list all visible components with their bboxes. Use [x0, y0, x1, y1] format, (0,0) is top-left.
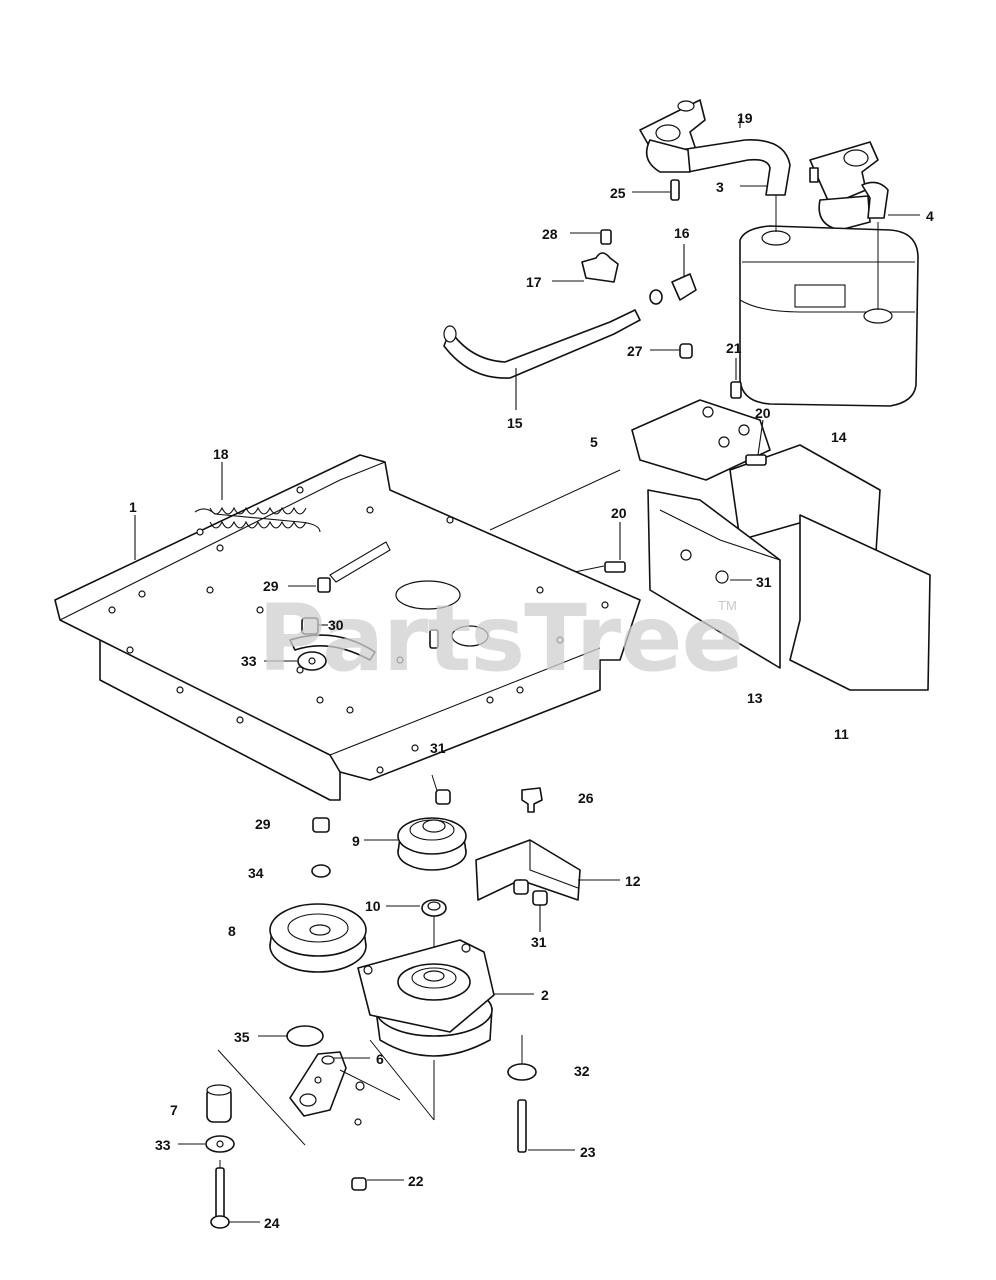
callout-29-upper: 29 — [263, 578, 279, 594]
callout-6: 6 — [376, 1051, 384, 1067]
nut-31-lower — [513, 879, 548, 932]
nut-31-center — [435, 789, 451, 805]
callout-7: 7 — [170, 1102, 178, 1118]
callout-29-lower: 29 — [255, 816, 271, 832]
bolt-23 — [517, 1035, 575, 1153]
callout-19: 19 — [737, 110, 753, 126]
callout-14: 14 — [831, 429, 847, 445]
exhaust-pipe-19 — [639, 99, 791, 196]
clutch-2 — [357, 939, 534, 1057]
watermark: PartsTree — [258, 585, 744, 692]
bolt-28 — [570, 229, 612, 245]
callout-32: 32 — [574, 1063, 590, 1079]
callout-10: 10 — [365, 898, 381, 914]
bushing-10 — [386, 899, 447, 917]
callout-31-shield: 31 — [756, 574, 772, 590]
hose-15 — [443, 309, 641, 410]
spacer-7 — [206, 1084, 232, 1123]
idler-pulley-8 — [269, 903, 367, 973]
callout-27: 27 — [627, 343, 643, 359]
exhaust-pipe-4 — [809, 141, 920, 231]
bolt-25 — [632, 179, 680, 201]
washer-33-lower — [178, 1135, 235, 1153]
muffler-14 — [739, 195, 919, 407]
callout-4: 4 — [926, 208, 934, 224]
washer-35 — [258, 1025, 324, 1047]
bracket-12 — [475, 839, 620, 901]
fitting-16 — [649, 244, 697, 305]
callout-2: 2 — [541, 987, 549, 1003]
callout-26: 26 — [578, 790, 594, 806]
callout-16: 16 — [674, 225, 690, 241]
callout-31-lower: 31 — [531, 934, 547, 950]
watermark-trademark: TM — [718, 598, 737, 613]
callout-23: 23 — [580, 1144, 596, 1160]
heat-shield-11 — [729, 444, 931, 691]
bolt-26 — [521, 787, 543, 813]
idler-arm-6 — [289, 1051, 370, 1117]
callout-1: 1 — [129, 499, 137, 515]
bolt-20-upper — [745, 419, 767, 466]
washer-32 — [507, 1063, 537, 1081]
callout-34: 34 — [248, 865, 264, 881]
callout-22: 22 — [408, 1173, 424, 1189]
callout-24: 24 — [264, 1215, 280, 1231]
callout-21: 21 — [726, 340, 742, 356]
callout-20-upper: 20 — [755, 405, 771, 421]
nut-30 — [301, 617, 328, 635]
callout-17: 17 — [526, 274, 542, 290]
bracket-5 — [631, 399, 771, 481]
callout-5: 5 — [590, 434, 598, 450]
clamp-17 — [552, 252, 619, 283]
washer-33-upper — [264, 651, 327, 671]
deck-plate-1 — [54, 454, 641, 801]
callout-8: 8 — [228, 923, 236, 939]
callout-9: 9 — [352, 833, 360, 849]
callout-28: 28 — [542, 226, 558, 242]
callout-3: 3 — [716, 179, 724, 195]
bolt-24 — [210, 1160, 260, 1229]
callout-33-upper: 33 — [241, 653, 257, 669]
callout-18: 18 — [213, 446, 229, 462]
nut-22 — [351, 1177, 404, 1191]
bolt-21 — [730, 358, 742, 399]
callout-11: 11 — [834, 726, 849, 742]
callout-15: 15 — [507, 415, 523, 431]
callout-13: 13 — [747, 690, 763, 706]
washer-34 — [311, 864, 331, 878]
callout-20-lower: 20 — [611, 505, 627, 521]
callout-25: 25 — [610, 185, 626, 201]
nut-29-lower — [312, 817, 330, 833]
bolt-27 — [650, 343, 693, 359]
spring-18 — [194, 462, 321, 533]
nut-29-upper — [288, 577, 331, 593]
heat-shield-13 — [647, 489, 781, 669]
callout-30: 30 — [328, 617, 344, 633]
pulley-9 — [364, 817, 467, 871]
callout-31-center: 31 — [430, 740, 446, 756]
callout-33-lower: 33 — [155, 1137, 171, 1153]
callout-35: 35 — [234, 1029, 250, 1045]
callout-12: 12 — [625, 873, 641, 889]
bolt-20-lower — [604, 522, 626, 573]
